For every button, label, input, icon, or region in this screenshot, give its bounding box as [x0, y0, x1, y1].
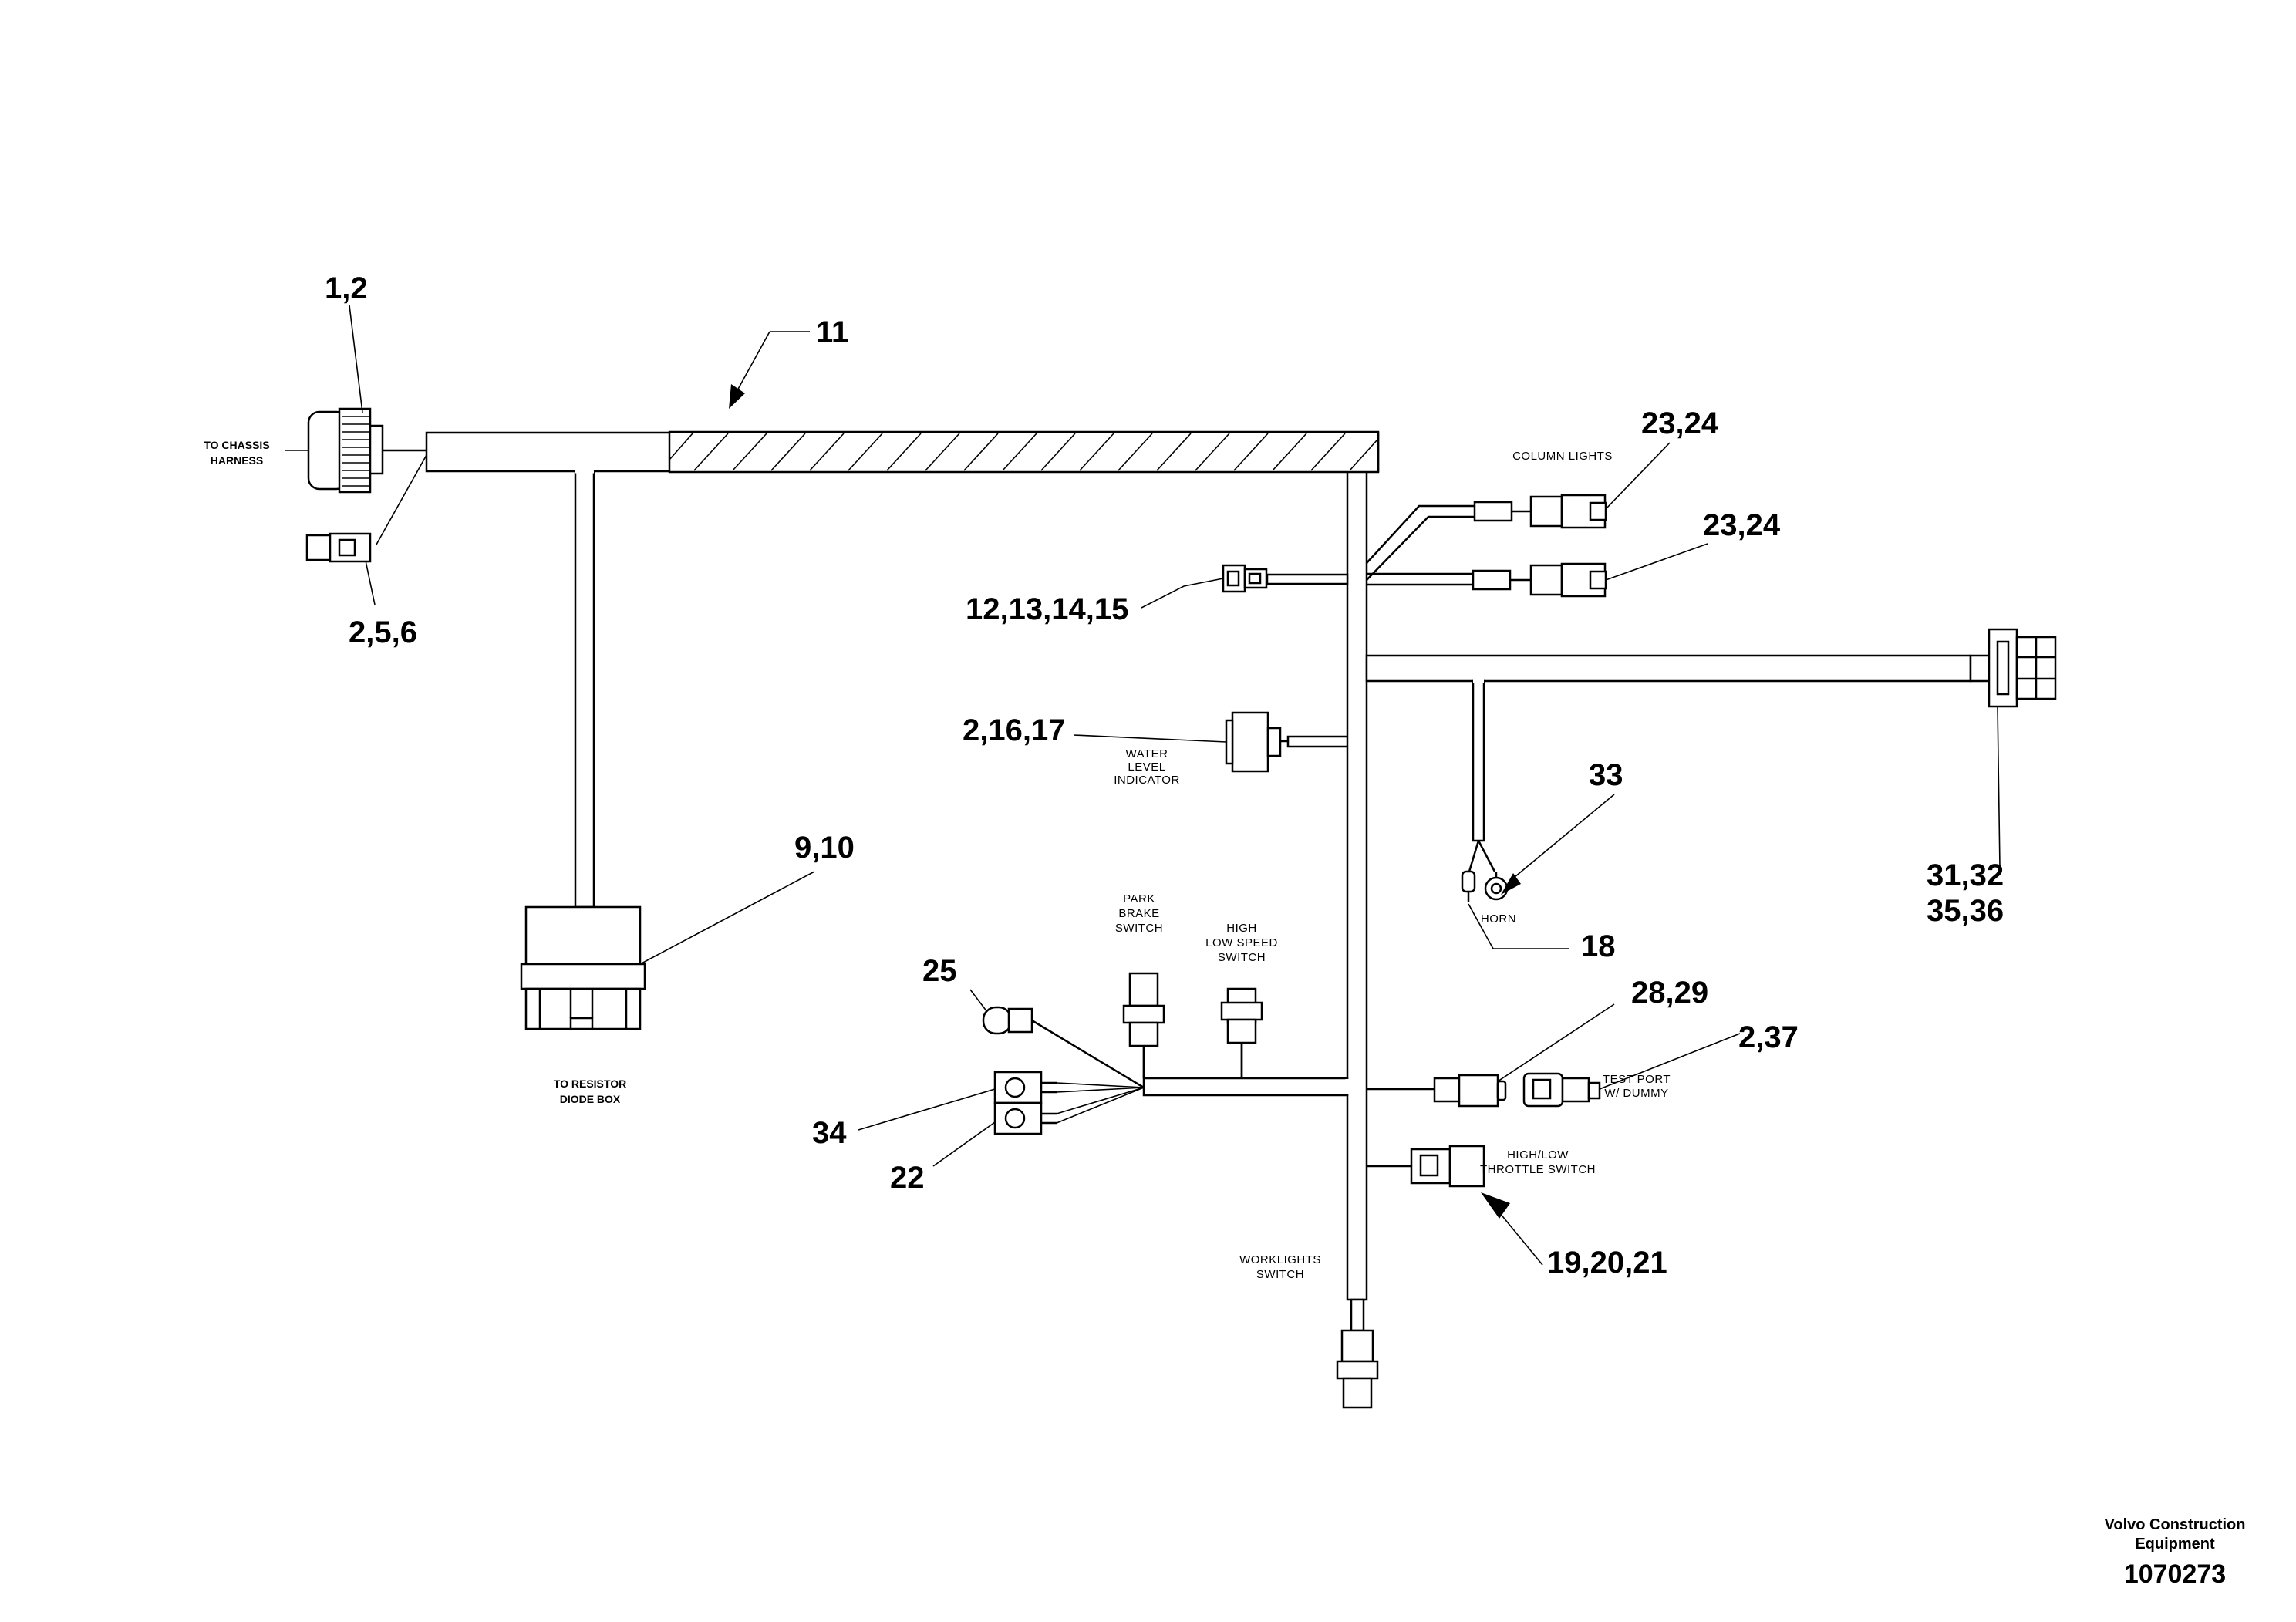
label-column-lights: COLUMN LIGHTS	[1512, 450, 1613, 463]
resistor-diode-box	[520, 905, 646, 1030]
callout-33: 33	[1589, 758, 1623, 792]
leader-lines	[349, 305, 2001, 1266]
worklights-switch	[1336, 1329, 1379, 1409]
chassis-small-connector	[305, 532, 372, 563]
column-light-connector-2	[1472, 562, 1607, 598]
chassis-connector	[285, 407, 426, 494]
park-brake-switch	[1122, 972, 1165, 1078]
callouts: 1,2 2,5,6 11 9,10 23,24 23,24 12,13,14,1…	[325, 271, 2004, 1280]
callout-2-16-17: 2,16,17	[963, 713, 1065, 747]
callout-23-24-b: 23,24	[1703, 508, 1781, 542]
arrow-heads	[729, 384, 1521, 1219]
label-park-2: BRAKE	[1118, 907, 1159, 920]
label-water-1: WATER	[1126, 747, 1168, 760]
callout-25: 25	[922, 954, 957, 988]
ground-terminal-block	[993, 1019, 1145, 1135]
main-connector-31-36	[1969, 628, 2057, 708]
callout-19-20-21: 19,20,21	[1547, 1246, 1667, 1280]
label-park-3: SWITCH	[1115, 922, 1163, 935]
callout-9-10: 9,10	[794, 831, 855, 865]
callout-2-5-6: 2,5,6	[349, 615, 417, 649]
callout-11: 11	[816, 315, 848, 349]
label-worklights-2: SWITCH	[1256, 1268, 1304, 1281]
label-resistor-1: TO RESISTOR	[554, 1077, 626, 1090]
callout-22: 22	[890, 1161, 925, 1195]
title-block: Volvo Construction Equipment 1070273	[2105, 1516, 2246, 1589]
label-speed-2: LOW SPEED	[1205, 936, 1278, 949]
speed-switch	[1220, 987, 1263, 1078]
callout-35-36: 35,36	[1927, 894, 2004, 928]
label-horn: HORN	[1481, 912, 1516, 926]
test-port-connector	[1433, 1072, 1601, 1108]
label-chassis-1: TO CHASSIS	[204, 439, 269, 451]
label-park-1: PARK	[1123, 892, 1155, 905]
label-water-2: LEVEL	[1128, 760, 1165, 774]
water-level-indicator	[1225, 711, 1288, 773]
callout-2-37: 2,37	[1738, 1020, 1799, 1054]
callout-12-13-14-15: 12,13,14,15	[966, 592, 1128, 626]
label-resistor-2: DIODE BOX	[560, 1093, 621, 1105]
drawing-number: 1070273	[2124, 1560, 2226, 1589]
component-labels: TO CHASSIS HARNESS TO RESISTOR DIODE BOX…	[204, 439, 1671, 1281]
footer-company-1: Volvo Construction	[2105, 1516, 2246, 1533]
label-throttle-1: HIGH/LOW	[1507, 1148, 1569, 1162]
column-light-connector-1	[1473, 494, 1607, 529]
label-throttle-2: THROTTLE SWITCH	[1480, 1163, 1596, 1176]
callout-1-2: 1,2	[325, 271, 368, 305]
label-speed-3: SWITCH	[1218, 951, 1266, 964]
indicator-lamp	[982, 1006, 1033, 1035]
callout-23-24-a: 23,24	[1641, 406, 1719, 440]
connector-12-15	[1222, 564, 1268, 593]
horn-terminals	[1461, 840, 1509, 902]
callout-31-32: 31,32	[1927, 858, 2004, 892]
label-water-3: INDICATOR	[1114, 774, 1180, 787]
callout-18: 18	[1581, 929, 1616, 963]
label-chassis-2: HARNESS	[211, 454, 263, 467]
callout-28-29: 28,29	[1631, 976, 1708, 1010]
label-speed-1: HIGH	[1226, 922, 1257, 935]
callout-34: 34	[812, 1116, 847, 1150]
label-test-2: W/ DUMMY	[1604, 1087, 1668, 1100]
label-worklights-1: WORKLIGHTS	[1239, 1253, 1321, 1266]
protective-sleeve	[668, 430, 1380, 474]
throttle-switch	[1410, 1145, 1485, 1188]
label-test-1: TEST PORT	[1603, 1073, 1671, 1086]
branch-wires	[1142, 504, 1972, 1332]
footer-company-2: Equipment	[2135, 1536, 2215, 1553]
